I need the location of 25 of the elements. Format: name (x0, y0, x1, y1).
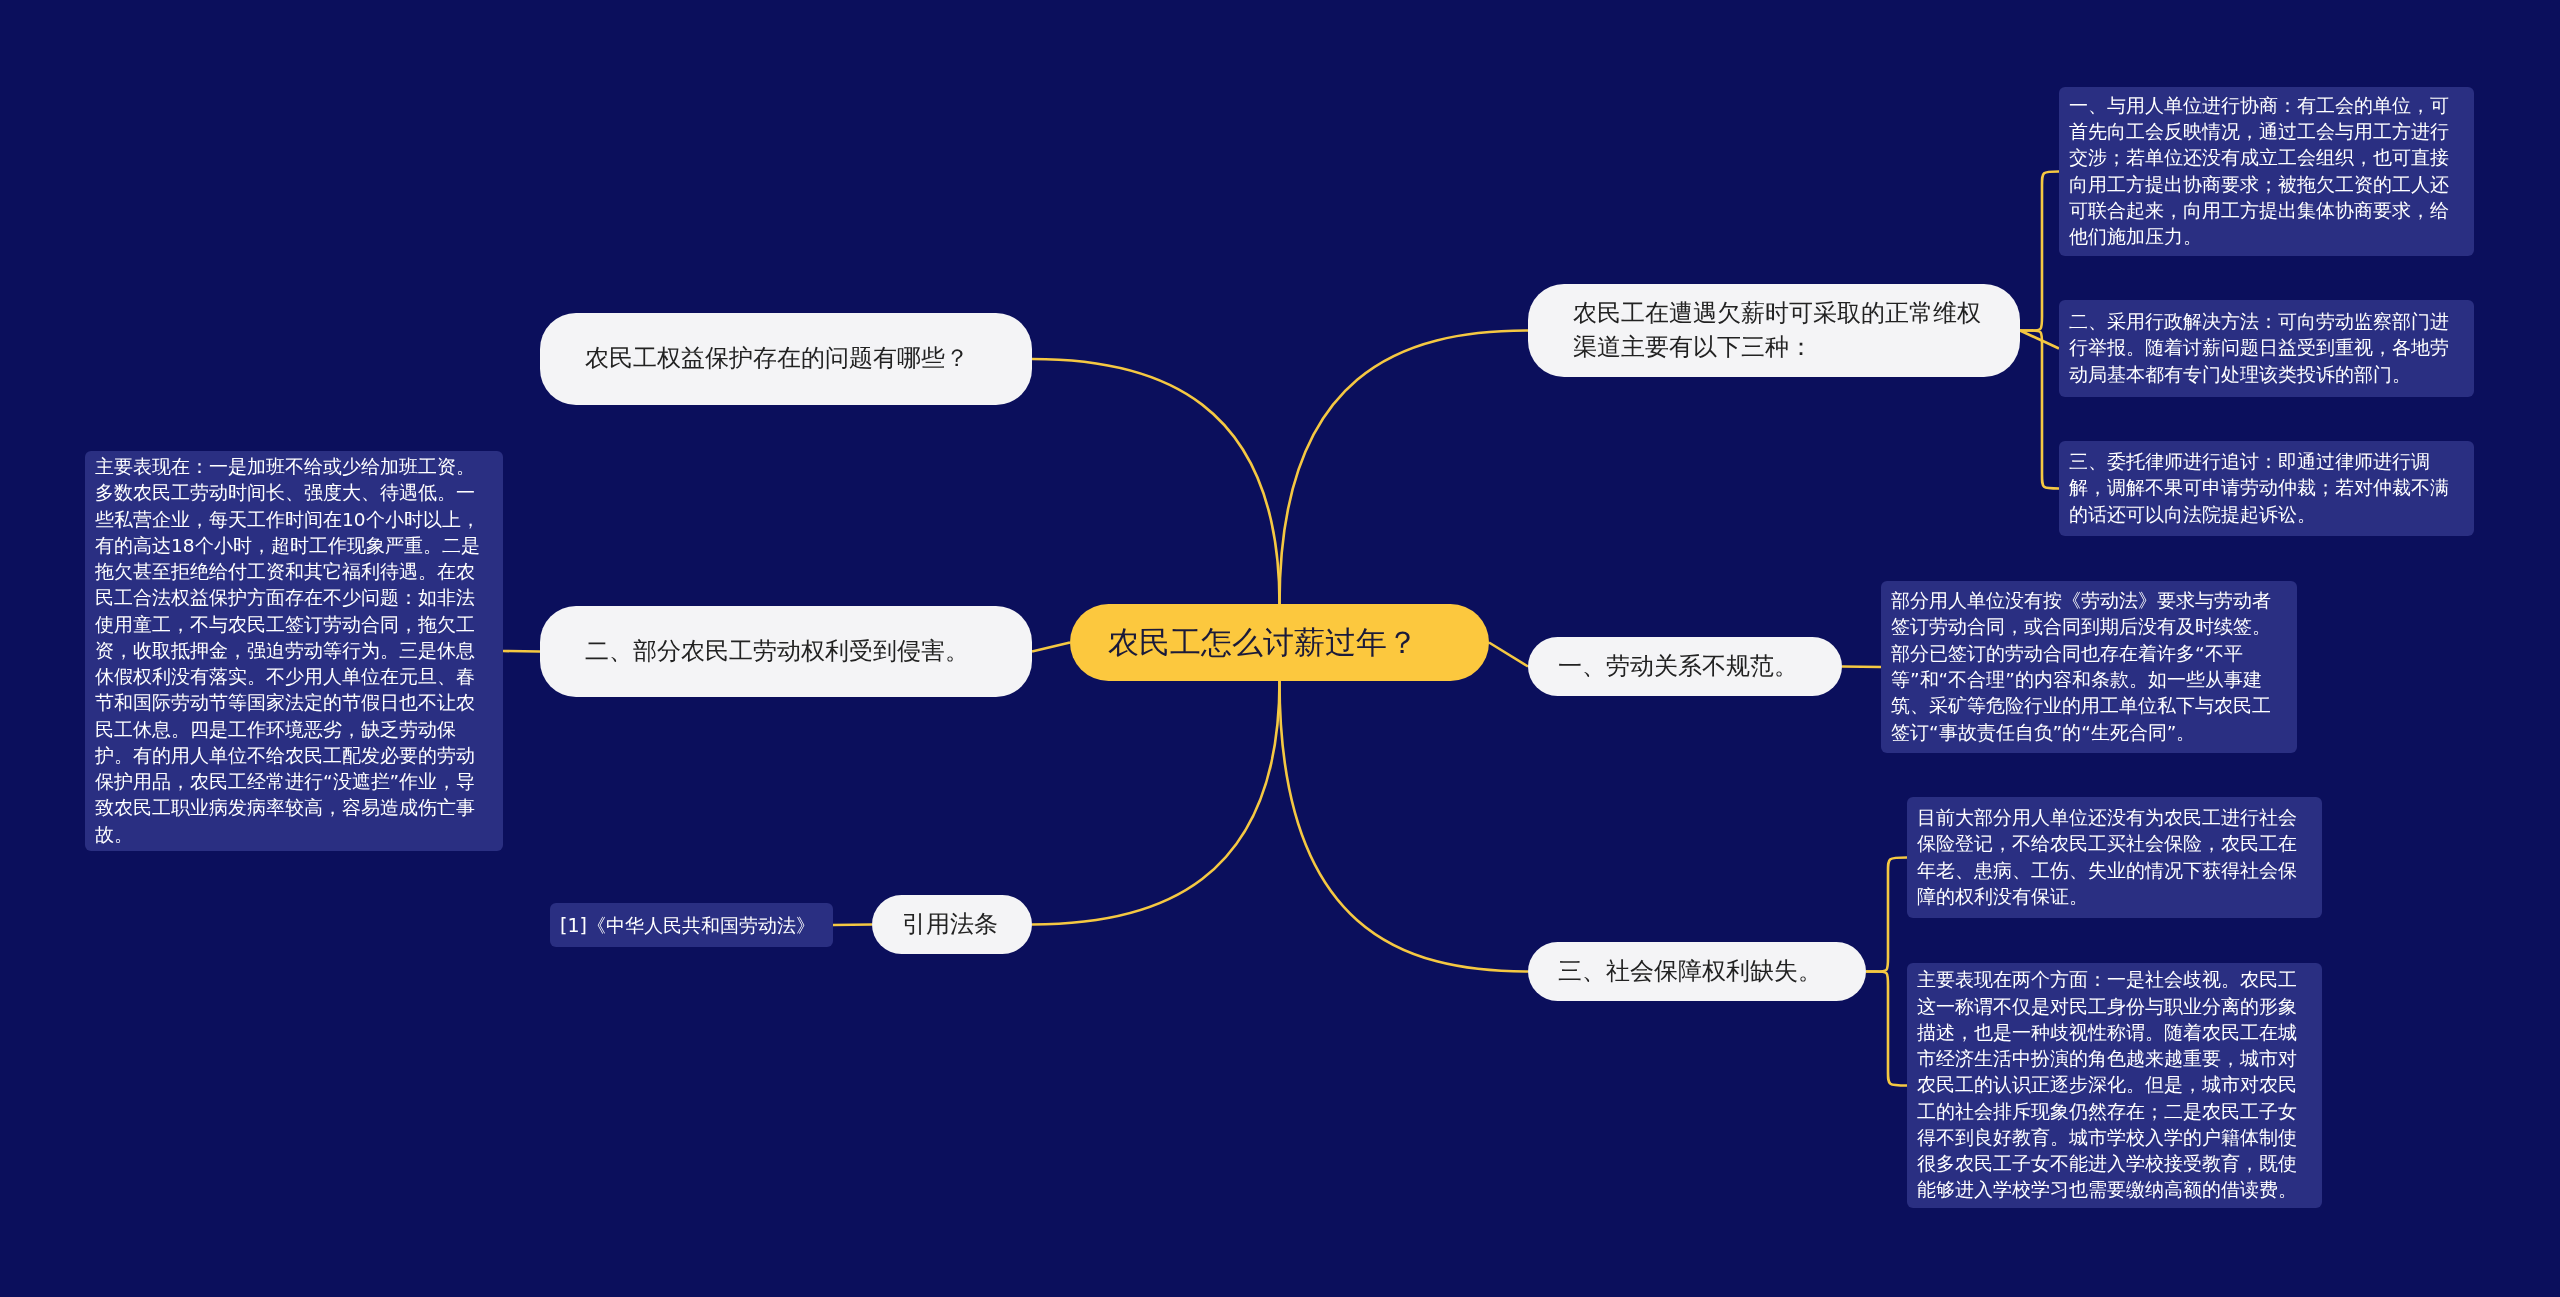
connector-line (1842, 665, 1881, 669)
note-box: 主要表现在两个方面：一是社会歧视。农民工这一称谓不仅是对民工身份与职业分离的形象描述，也是一种歧视性称谓。随着农民工在城市经济生活中扮演的角色越来越重要，城市对农民工的认识正逐步深化。但是，城市对农民工的社会排斥现象仍然存在；二是农民工子女得不到良好教育。城市学校入学的户籍体制使很多农民工子女不能进入学校接受教育，既使能够进入学校学习也需要缴纳高额的借读费。 (1907, 963, 2322, 1208)
note-box: 主要表现在：一是加班不给或少给加班工资。多数农民工劳动时间长、强度大、待遇低。一些私营企业，每天工作时间在10个小时以上，有的高达18个小时，超时工作现象严重。二是拖欠甚至拒绝给付工资和其它福利待遇。在农民工合法权益保护方面存在不少问题：如非法使用童工，不与农民工签订劳动合同，拖欠工资，收取抵押金，强迫劳动等行为。三是休息休假权利没有落实。不少用人单位在元旦、春节和国际劳动节等国家法定的节假日也不让农民工休息。四是工作环境恶劣，缺乏劳动保护。有的用人单位不给农民工配发必要的劳动保护用品，农民工经常进行“没遮拦”作业，导致农民工职业病发病率较高，容易造成伤亡事故。 (85, 451, 503, 851)
note-box: 三、委托律师进行追讨：即通过律师进行调解，调解不果可申请劳动仲裁；若对仲裁不满的话还可以向法院提起诉讼。 (2059, 441, 2474, 536)
connector-line (1488, 641, 1529, 668)
topic-box: 一、劳动关系不规范。 (1528, 637, 1842, 696)
connector-line (1278, 329, 1529, 605)
connector-line (503, 649, 540, 653)
connector-line (2019, 329, 2060, 350)
topic-box: 引用法条 (872, 895, 1032, 954)
central-topic: 农民工怎么讨薪过年？ (1070, 604, 1489, 681)
note-box: [1]《中华人民共和国劳动法》 (550, 903, 833, 947)
topic-box: 农民工权益保护存在的问题有哪些？ (540, 313, 1032, 405)
connector-line (1278, 680, 1529, 973)
connector-line (1031, 641, 1071, 653)
note-box: 二、采用行政解决方法：可向劳动监察部门进行举报。随着讨薪问题日益受到重视，各地劳动局基本都有专门处理该类投诉的部门。 (2059, 300, 2474, 397)
note-box: 一、与用人单位进行协商：有工会的单位，可首先向工会反映情况，通过工会与用工方进行交涉；若单位还没有成立工会组织，也可直接向用工方提出协商要求；被拖欠工资的工人还可联合起来，向用工方提出集体协商要求，给他们施加压力。 (2059, 87, 2474, 256)
topic-box: 农民工在遭遇欠薪时可采取的正常维权渠道主要有以下三种： (1528, 284, 2020, 377)
topic-box: 三、社会保障权利缺失。 (1528, 942, 1866, 1001)
note-box: 目前大部分用人单位还没有为农民工进行社会保险登记，不给农民工买社会保险，农民工在年老、患病、工伤、失业的情况下获得社会保障的权利没有保证。 (1907, 797, 2322, 918)
topic-box: 二、部分农民工劳动权利受到侵害。 (540, 606, 1032, 697)
connector-line (1866, 970, 1907, 1087)
connector-line (833, 923, 872, 927)
connector-line (2020, 329, 2059, 490)
note-box: 部分用人单位没有按《劳动法》要求与劳动者签订劳动合同，或合同到期后没有及时续签。部分已签订的劳动合同也存在着许多“不平等”和“不合理”的内容和条款。如一些从事建筑、采矿等危险行业的用工单位私下与农民工签订“事故责任自负”的“生死合同”。 (1881, 581, 2297, 753)
